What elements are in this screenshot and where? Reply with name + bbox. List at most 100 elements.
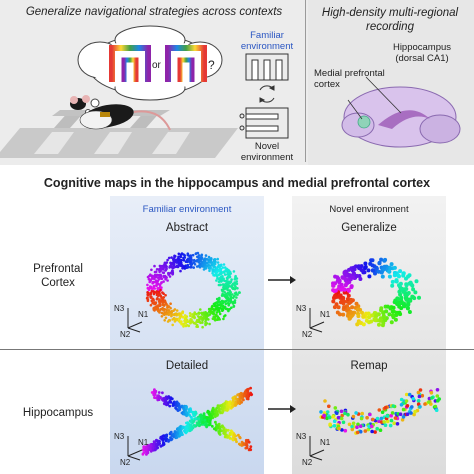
trajectory-point: [146, 292, 150, 296]
trajectory-point: [343, 277, 348, 282]
trajectory-point: [215, 304, 219, 308]
trajectory-point: [215, 411, 219, 414]
trajectory-point: [225, 405, 229, 408]
trajectory-point: [210, 257, 213, 260]
trajectory-point: [372, 317, 377, 322]
trajectory-point: [170, 270, 174, 273]
trajectory-point: [229, 280, 233, 283]
trajectory-point: [207, 417, 211, 421]
trajectory-point: [377, 322, 381, 327]
trajectory-point: [203, 418, 207, 422]
trajectory-point: [350, 427, 355, 432]
trajectory-point: [383, 405, 388, 410]
trajectory-point: [374, 313, 379, 318]
trajectory-point: [216, 261, 220, 264]
trajectory-point: [186, 258, 189, 262]
trajectory-point: [166, 258, 169, 262]
trajectory-point: [216, 276, 219, 280]
trajectory-point: [336, 415, 341, 420]
trajectory-point: [390, 313, 395, 318]
trajectory-point: [400, 418, 405, 422]
trajectory-point: [218, 433, 222, 436]
trajectory-point: [231, 302, 235, 305]
trajectory-point: [164, 398, 167, 402]
trajectory-point: [224, 282, 228, 285]
trajectory-point: [150, 291, 153, 294]
trajectory-point: [185, 405, 188, 409]
trajectory-point: [175, 317, 179, 321]
trajectory-point: [416, 390, 421, 395]
trajectory-point: [350, 305, 355, 310]
trajectory-point: [230, 401, 234, 405]
trajectory-point: [221, 406, 225, 410]
trajectory-point: [192, 266, 195, 269]
trajectory-point: [343, 411, 347, 416]
trajectory-point: [389, 413, 393, 418]
detailed-label: Detailed: [165, 360, 209, 372]
trajectory-point: [396, 273, 401, 278]
trajectory-point: [404, 287, 409, 291]
axes-generalize: N3 N1 N2: [296, 300, 336, 340]
trajectory-point: [164, 264, 168, 267]
trajectory-point: [152, 442, 156, 446]
trajectory-point: [162, 271, 166, 275]
or-label: or: [152, 60, 161, 71]
trajectory-point: [213, 268, 217, 272]
trajectory-point: [217, 273, 220, 277]
trajectory-point: [224, 269, 227, 272]
trajectory-point: [242, 398, 245, 402]
trajectory-point: [146, 299, 150, 303]
trajectory-point: [187, 410, 191, 414]
trajectory-point: [182, 408, 186, 411]
trajectory-point: [223, 402, 227, 405]
trajectory-point: [338, 300, 343, 305]
trajectory-point: [393, 298, 398, 303]
trajectory-point: [167, 395, 171, 398]
trajectory-point: [177, 260, 181, 264]
trajectory-point: [208, 261, 211, 264]
trajectory-point: [197, 260, 201, 263]
trajectory-point: [414, 279, 419, 284]
hippocampus-label: Hippocampus (dorsal CA1): [372, 42, 472, 64]
trajectory-point: [406, 302, 411, 307]
trajectory-point: [212, 262, 216, 265]
trajectory-point: [154, 307, 157, 311]
trajectory-point: [387, 274, 392, 279]
trajectory-point: [221, 308, 225, 312]
trajectory-point: [169, 264, 173, 267]
trajectory-point: [201, 421, 205, 424]
trajectory-point: [402, 304, 407, 309]
trajectory-point: [409, 282, 414, 287]
trajectory-point: [319, 410, 323, 414]
prefrontal-row-label-line2: Cortex: [41, 277, 75, 289]
trajectory-point: [219, 304, 223, 307]
trajectory-point: [237, 433, 240, 437]
trajectory-point: [192, 414, 196, 418]
trajectory-point: [173, 318, 177, 321]
trajectory-point: [173, 320, 177, 323]
trajectory-point: [169, 302, 172, 305]
trajectory-point: [404, 392, 409, 397]
trajectory-point: [360, 310, 364, 315]
left-header-title: Generalize navigational strategies acros…: [25, 6, 283, 18]
trajectory-point: [389, 418, 394, 423]
trajectory-point: [403, 292, 408, 297]
trajectory-point: [175, 436, 179, 439]
trajectory-point: [167, 313, 171, 316]
trajectory-point: [158, 283, 162, 286]
trajectory-point: [218, 265, 222, 268]
trajectory-point: [365, 415, 369, 420]
trajectory-point: [185, 318, 189, 322]
trajectory-point: [223, 435, 227, 439]
trajectory-point: [401, 271, 406, 276]
trajectory-point: [211, 406, 215, 410]
trajectory-point: [208, 322, 211, 326]
trajectory-point: [159, 267, 162, 270]
trajectory-point: [215, 267, 219, 271]
trajectory-point: [388, 306, 393, 311]
trajectory-point: [155, 291, 158, 294]
trajectory-point: [209, 310, 212, 313]
trajectory-point: [391, 305, 396, 310]
trajectory-point: [149, 444, 152, 447]
trajectory-point: [227, 402, 231, 406]
